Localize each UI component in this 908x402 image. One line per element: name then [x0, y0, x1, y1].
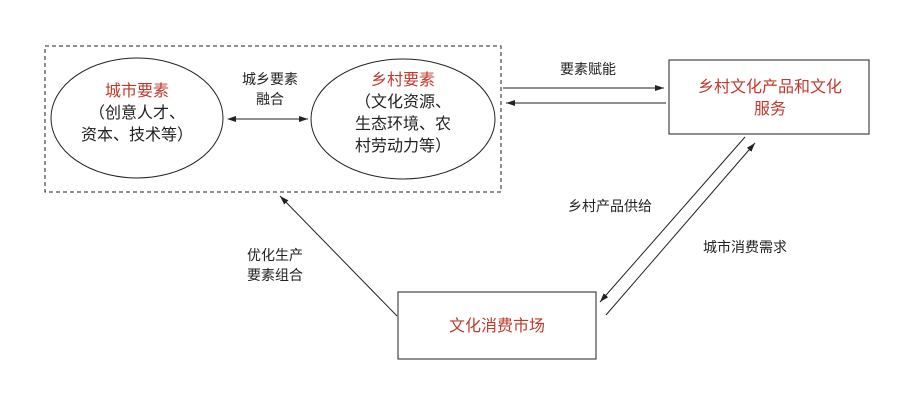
elements-group-dashed-box — [44, 45, 502, 193]
rural-product-supply-label: 乡村产品供给 — [568, 199, 652, 215]
rural-culture-products-node: 乡村文化产品和文化 服务 — [672, 76, 868, 120]
factor-empowerment-label: 要素赋能 — [560, 62, 616, 78]
optimize-factor-combination-line2: 要素组合 — [247, 268, 303, 284]
urban-elements-title: 城市要素 — [104, 81, 169, 100]
rural-culture-products-line1: 乡村文化产品和文化 — [697, 77, 842, 96]
rural-elements-line2: 生态环境、农 — [354, 114, 451, 133]
rural-elements-line1: （文化资源、 — [354, 92, 451, 111]
urban-rural-fusion-label: 城乡要素 融合 — [230, 70, 310, 110]
rural-elements-node: 乡村要素 （文化资源、 生态环境、农 村劳动力等） — [318, 69, 488, 157]
urban-elements-line1: （创意人才、 — [88, 103, 185, 122]
culture-consumption-market-node: 文化消费市场 — [448, 316, 545, 335]
urban-elements-node: 城市要素 （创意人才、 资本、技术等） — [52, 80, 222, 146]
rural-elements-title: 乡村要素 — [370, 70, 435, 89]
urban-elements-ellipse — [50, 57, 224, 179]
rural-culture-products-box — [668, 59, 870, 135]
urban-consumption-demand-label: 城市消费需求 — [703, 240, 787, 256]
rural-elements-line3: 村劳动力等） — [354, 136, 451, 155]
rural-elements-ellipse — [310, 58, 496, 180]
culture-consumption-market-box — [397, 291, 597, 360]
rural-product-supply-arrow — [599, 136, 746, 303]
urban-rural-fusion-line1: 城乡要素 — [242, 72, 298, 88]
urban-elements-line2: 资本、技术等） — [80, 125, 193, 144]
optimize-factor-combination-label: 优化生产 要素组合 — [230, 246, 320, 286]
optimize-factor-combination-arrow — [279, 195, 398, 317]
urban-rural-fusion-line2: 融合 — [256, 92, 284, 108]
urban-consumption-demand-arrow — [605, 142, 756, 316]
optimize-factor-combination-line1: 优化生产 — [247, 248, 303, 264]
rural-culture-products-line2: 服务 — [753, 99, 786, 118]
